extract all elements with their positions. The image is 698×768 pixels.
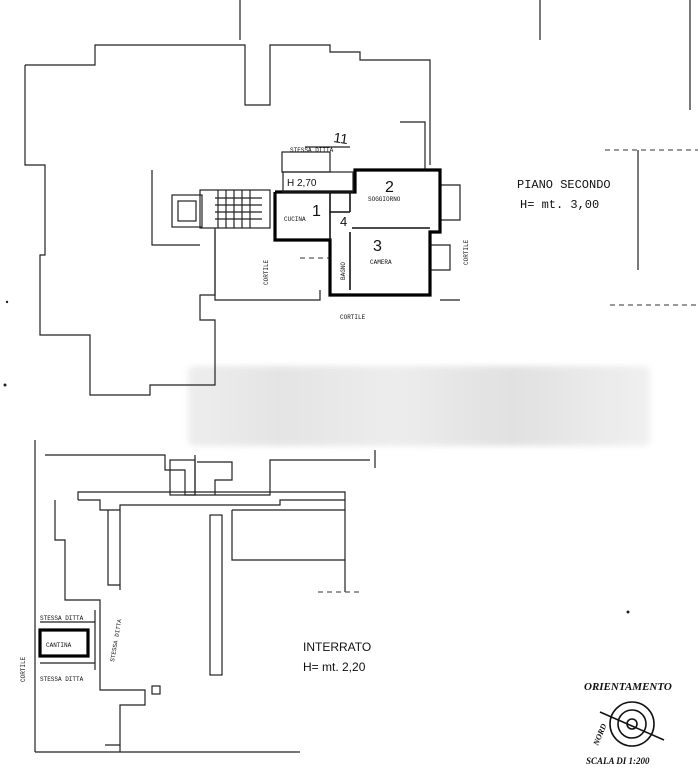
compass-north-arrow-icon — [599, 711, 665, 741]
north-label: NORD — [591, 722, 608, 748]
cortile-bottom-label: CORTILE — [340, 314, 366, 321]
room-number-3: 3 — [373, 238, 382, 255]
unit-outline — [273, 146, 442, 297]
basement-cortile-label: CORTILE — [20, 656, 27, 682]
cantina-label: CANTINA — [46, 642, 72, 649]
stessa-ditta-top-label: STESSA DITTA — [40, 615, 84, 622]
stessa-ditta-label: STESSA DITTA — [290, 147, 334, 154]
upper-floor-height: H= mt. 3,00 — [520, 198, 599, 212]
soggiorno-label: SOGGIORNO — [368, 196, 401, 203]
bagno-label: BAGNO — [340, 262, 347, 280]
scale-label: SCALA DI 1:200 — [586, 756, 650, 766]
cortile-right-label: CORTILE — [463, 239, 470, 265]
upper-floor-title: PIANO SECONDO — [517, 178, 611, 192]
orientation-label: ORIENTAMENTO — [584, 681, 672, 693]
h-label: H 2,70 — [287, 178, 317, 189]
basement-height: H= mt. 2,20 — [303, 660, 366, 674]
compass-middle-ring — [617, 709, 647, 739]
room-number-1: 1 — [312, 203, 321, 220]
cortile-left-label: CORTILE — [263, 259, 270, 285]
camera-label: CAMERA — [370, 259, 392, 266]
redacted-area — [188, 366, 650, 446]
upper-floor-outline — [24, 0, 698, 396]
basement-labels: INTERRATO H= mt. 2,20 STESSA DITTA CANTI… — [20, 615, 371, 683]
stessa-ditta-side-label: STESSA DITTA — [109, 618, 123, 662]
compass: ORIENTAMENTO NORD SCALA DI 1:200 — [584, 681, 672, 766]
basement-title: INTERRATO — [303, 640, 371, 654]
room-number-2: 2 — [385, 179, 394, 196]
upper-floor-labels: PIANO SECONDO H= mt. 3,00 11 STESSA DITT… — [263, 129, 611, 321]
unit-number: 11 — [333, 129, 350, 147]
stessa-ditta-bottom-label: STESSA DITTA — [40, 676, 84, 683]
room-number-4: 4 — [340, 214, 347, 229]
cucina-label: CUCINA — [284, 216, 306, 223]
basement-outline — [34, 440, 376, 753]
compass-outer-ring — [609, 701, 655, 747]
